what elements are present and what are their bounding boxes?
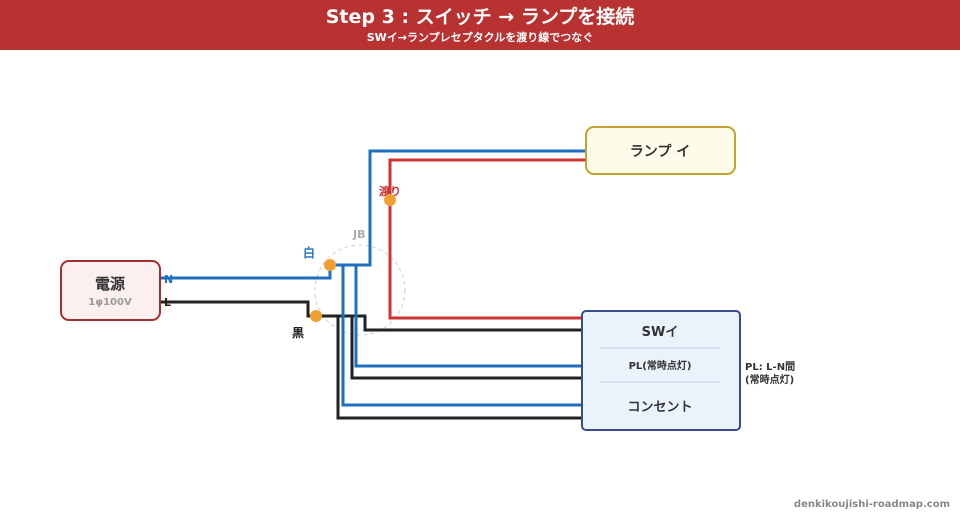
wire-black-outlet [316,314,582,420]
pl-note-line1: PL: L-N間 [745,361,795,373]
page-subtitle: SWイ→ランプレセプタクルを渡り線でつなぐ [366,31,594,44]
power-spec: 1φ100V [88,297,132,308]
header-banner: Step 3 : スイッチ → ランプを接続 SWイ→ランプレセプタクルを渡り線… [0,0,960,50]
pl-note-line2: (常時点灯) [745,373,794,386]
switch-label: SWイ [642,325,679,340]
power-title: 電源 [95,275,125,293]
lamp-label: ランプ イ [630,144,690,160]
outlet-label: コンセント [627,400,692,415]
pilot-lamp-label: PL(常時点灯) [629,359,692,372]
wire-power-l [160,300,316,318]
node-black [310,310,322,322]
wire-power-n [160,265,332,280]
wire-white-pl [330,263,582,368]
node-white [324,259,336,271]
wire-white-lamp [330,149,586,267]
wire-white-outlet [330,263,582,407]
switch-box: SWイ PL(常時点灯) コンセント [581,310,741,431]
black-wire-label: 黒 [292,326,304,340]
page-title: Step 3 : スイッチ → ランプを接続 [325,6,635,28]
white-wire-label: 白 [303,245,315,260]
footer-site: denkikoujishi-roadmap.com [793,499,950,510]
junction-label: JB [352,228,365,241]
white-wires [160,149,586,407]
lamp-receptacle: ランプ イ [585,126,736,175]
terminal-n: N [164,273,173,286]
junction-box-outline [314,244,406,336]
power-source: 電源 1φ100V [60,260,161,321]
wire-red-jumper [388,158,586,320]
terminal-l: L [164,296,171,309]
jumper-wire-label: 渡り [379,184,401,198]
node-jumper [384,194,396,206]
